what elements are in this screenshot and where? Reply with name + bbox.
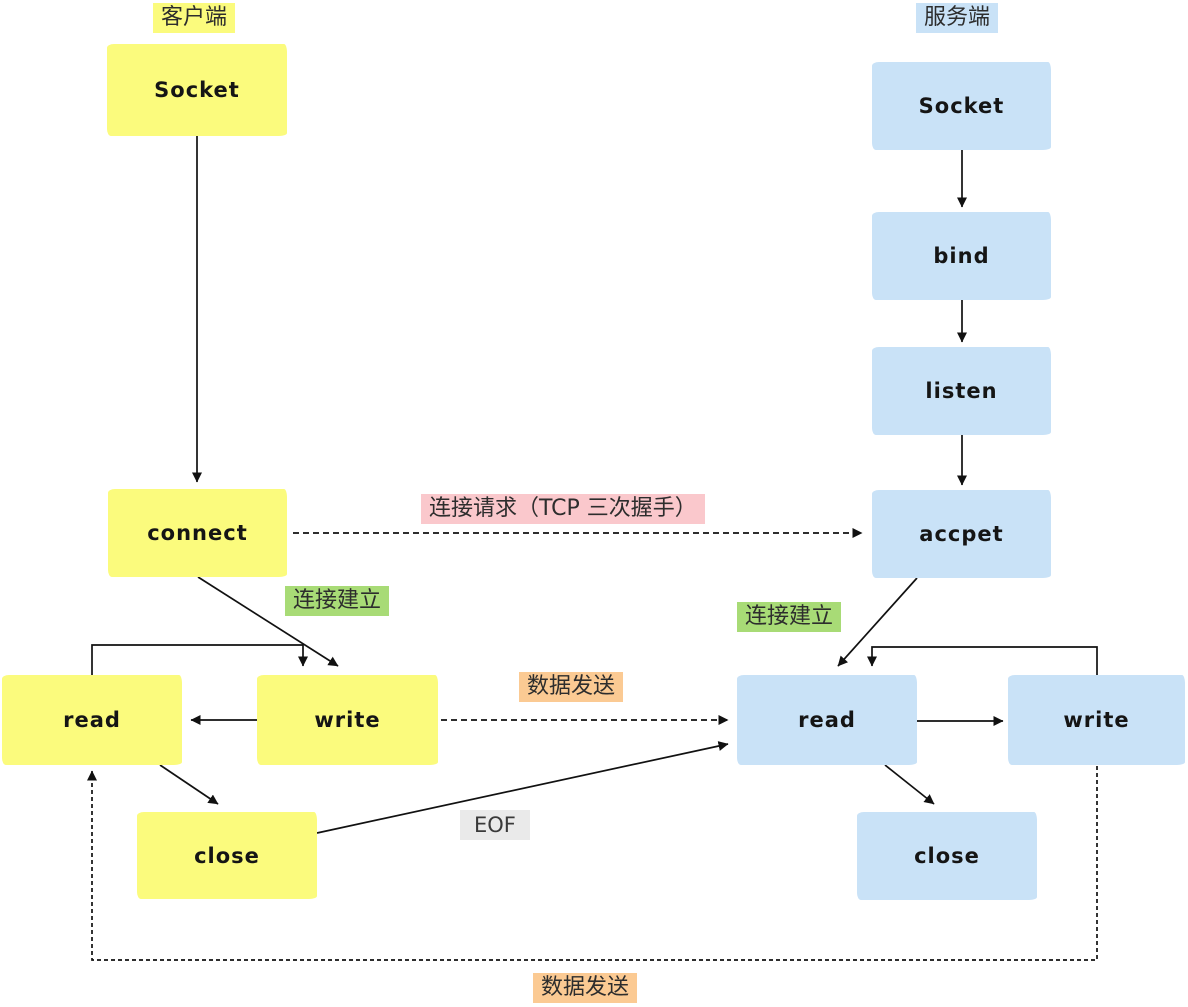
data-send-mid-label: 数据发送: [519, 672, 624, 702]
client-socket-node: Socket: [107, 44, 287, 136]
arrow-server-write-to-client-read-dashed: [87, 766, 1098, 961]
server-bind-node: bind: [872, 212, 1051, 300]
server-listen-node: listen: [872, 347, 1051, 435]
server-socket-node: Socket: [872, 62, 1051, 150]
server-close-node: close: [857, 812, 1037, 900]
client-column-heading: 客户端: [153, 3, 236, 33]
arrow-client-close-to-server-read-eof: [316, 741, 729, 834]
arrow-server-read-to-close: [884, 764, 935, 805]
server-accept-node: accpet: [872, 490, 1051, 578]
arrow-client-read-to-close: [159, 764, 219, 805]
client-close-node: close: [137, 812, 317, 899]
eof-label: EOF: [460, 810, 530, 840]
tcp-handshake-label: 连接请求（TCP 三次握手）: [421, 494, 705, 524]
client-write-node: write: [257, 675, 438, 765]
data-send-bottom-label: 数据发送: [533, 973, 638, 1003]
arrow-server-accept-to-read: [837, 577, 918, 667]
client-read-node: read: [2, 675, 182, 765]
arrow-connect-to-client-write: [197, 576, 339, 667]
arrow-server-write-loop-to-read: [867, 646, 1098, 675]
server-read-node: read: [737, 675, 917, 765]
connection-established-server-label: 连接建立: [737, 602, 842, 632]
arrow-client-read-loop-to-write: [91, 644, 308, 675]
server-column-heading: 服务端: [916, 3, 999, 33]
connection-established-client-label: 连接建立: [285, 586, 390, 616]
client-connect-node: connect: [108, 489, 287, 577]
server-write-node: write: [1008, 675, 1185, 765]
